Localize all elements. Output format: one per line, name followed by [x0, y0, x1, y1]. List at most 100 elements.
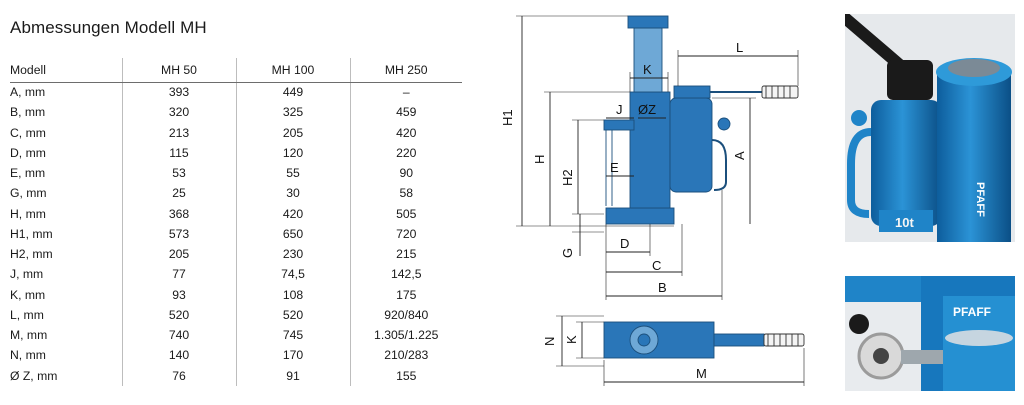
column-header-mh100: MH 100	[235, 58, 350, 83]
table-cell-value: 77	[121, 264, 236, 285]
label-k: K	[643, 62, 652, 77]
capacity-badge: 10t	[895, 215, 914, 230]
label-l: L	[736, 40, 743, 55]
brand-logo-top: PFAFF	[974, 182, 986, 217]
table-cell-value: 420	[349, 122, 462, 143]
table-cell-value: 1.305/1.225	[349, 325, 462, 346]
pump-guard	[711, 139, 727, 191]
label-k-plan: K	[564, 335, 579, 344]
table-cell-value: 30	[235, 183, 350, 204]
table-cell-value: 573	[121, 223, 236, 244]
table-cell-dimension: K, mm	[10, 287, 46, 302]
table-cell-value: 320	[121, 102, 236, 123]
table-cell-value: 368	[121, 203, 236, 224]
jack-column	[629, 91, 671, 209]
pump-socket	[673, 85, 711, 99]
table-cell-value: 740	[121, 325, 236, 346]
table-cell-value: 213	[121, 122, 236, 143]
table-cell-value: 520	[235, 304, 350, 325]
label-d: D	[620, 236, 629, 251]
jack-photo: 10t PFAFF	[845, 14, 1015, 242]
jack-toe	[603, 119, 635, 131]
table-cell-value: 205	[121, 244, 236, 265]
label-m: M	[696, 366, 707, 381]
jack-detail-photo: PFAFF	[845, 276, 1015, 391]
table-cell-value: 205	[235, 122, 350, 143]
table-cell-value: 120	[235, 142, 350, 163]
technical-drawing: H1 H H2 G K L J ØZ E A D C B N K M	[500, 15, 805, 386]
table-cell-value: 140	[121, 345, 236, 366]
page-title: Abmessungen Modell MH	[10, 18, 207, 37]
table-cell-dimension: N, mm	[10, 348, 46, 363]
plan-base	[603, 321, 715, 359]
table-cell-value: 25	[121, 183, 236, 204]
label-h2: H2	[560, 169, 575, 186]
jack-ram	[633, 27, 663, 93]
table-cell-value: 155	[349, 365, 462, 386]
table-cell-dimension: H, mm	[10, 206, 46, 221]
release-valve-knob	[717, 117, 731, 131]
table-cell-dimension: Ø Z, mm	[10, 368, 58, 383]
table-cell-dimension: C, mm	[10, 125, 46, 140]
table-cell-dimension: A, mm	[10, 85, 46, 100]
table-cell-value: 459	[349, 102, 462, 123]
lever-handle	[761, 85, 799, 99]
table-cell-value: 220	[349, 142, 462, 163]
table-cell-dimension: L, mm	[10, 307, 44, 322]
table-cell-dimension: H2, mm	[10, 247, 53, 262]
label-e: E	[610, 160, 619, 175]
brand-logo-bottom: PFAFF	[953, 305, 991, 319]
table-cell-value: 93	[121, 284, 236, 305]
table-cell-dimension: E, mm	[10, 166, 46, 181]
label-n: N	[542, 337, 557, 346]
table-cell-value: 420	[235, 203, 350, 224]
table-cell-value: 175	[349, 284, 462, 305]
table-cell-value: 90	[349, 163, 462, 184]
label-j: J	[616, 102, 623, 117]
table-cell-value: 108	[235, 284, 350, 305]
table-cell-value: 55	[235, 163, 350, 184]
pump-housing	[669, 97, 713, 193]
table-cell-dimension: B, mm	[10, 105, 46, 120]
table-header-row: Modell MH 50 MH 100 MH 250	[10, 58, 462, 83]
column-header-mh50: MH 50	[121, 58, 236, 83]
label-c: C	[652, 258, 661, 273]
table-cell-value: 210/283	[349, 345, 462, 366]
table-cell-dimension: D, mm	[10, 145, 46, 160]
table-cell-value: –	[349, 82, 462, 103]
table-cell-value: 230	[235, 244, 350, 265]
label-h: H	[532, 155, 547, 164]
column-header-mh250: MH 250	[349, 58, 462, 83]
table-cell-dimension: H1, mm	[10, 226, 53, 241]
jack-base	[605, 207, 675, 225]
table-cell-value: 745	[235, 325, 350, 346]
label-b: B	[658, 280, 667, 295]
label-h1: H1	[500, 109, 515, 126]
label-g: G	[560, 248, 575, 258]
label-z: ØZ	[638, 102, 656, 117]
table-cell-value: 74,5	[235, 264, 350, 285]
table-cell-value: 449	[235, 82, 350, 103]
table-cell-value: 76	[121, 365, 236, 386]
table-cell-dimension: M, mm	[10, 328, 48, 343]
table-cell-value: 720	[349, 223, 462, 244]
table-cell-value: 142,5	[349, 264, 462, 285]
jack-toe-rib	[605, 130, 613, 206]
label-a: A	[732, 151, 747, 160]
